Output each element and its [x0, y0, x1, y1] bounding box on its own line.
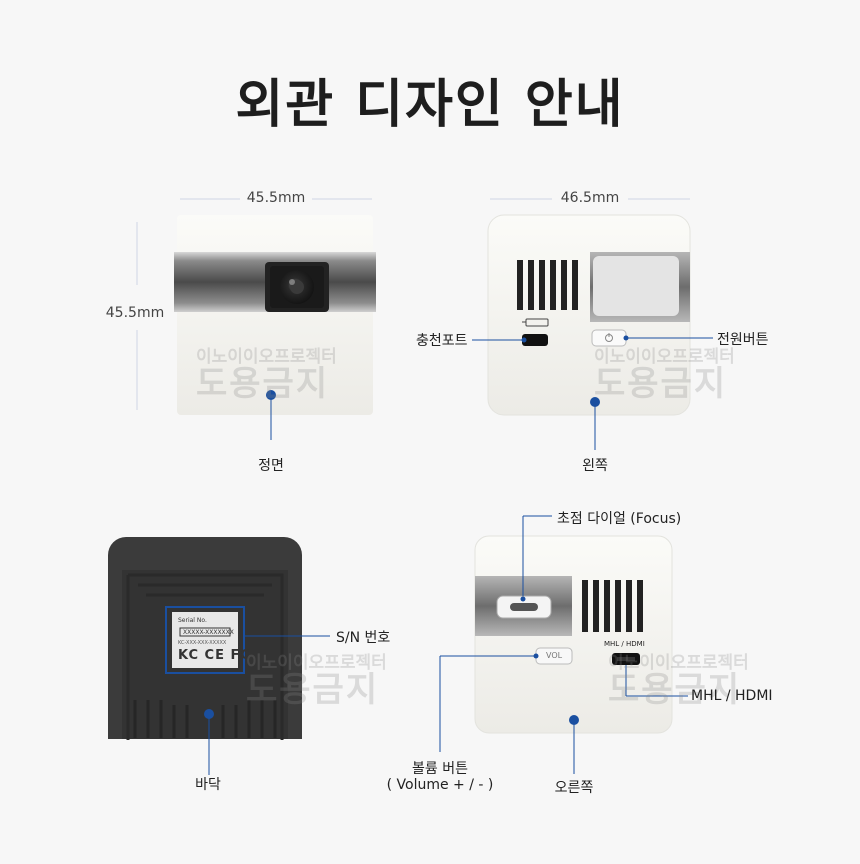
- left-device: [472, 214, 713, 450]
- front-width-dim: 45.5mm: [246, 190, 306, 206]
- cert-marks: KC CE FC: [178, 648, 251, 663]
- left-width-dim: 46.5mm: [560, 190, 620, 206]
- bottom-device: [108, 537, 330, 775]
- right-device: [439, 515, 688, 774]
- serial-value: XXXXX-XXXXXXX: [183, 629, 234, 636]
- volume-sub-label: ( Volume + / - ): [386, 777, 494, 793]
- watermark: 이노이이오프로젝터 도용금지: [608, 653, 749, 710]
- front-device: [174, 215, 376, 440]
- watermark: 이노이이오프로젝터 도용금지: [196, 347, 337, 404]
- volume-label: 볼륨 버튼: [412, 761, 468, 777]
- page-title: 외관 디자인 안내: [235, 75, 625, 135]
- serial-label: Serial No.: [178, 617, 207, 624]
- bottom-label: 바닥: [195, 777, 221, 793]
- focus-dial-label: 초점 다이얼 (Focus): [557, 511, 682, 527]
- front-height-dim: 45.5mm: [105, 305, 165, 321]
- dimension-lines: [136, 198, 690, 410]
- hdmi-port-label: MHL / HDMI: [604, 640, 645, 648]
- serial-number-label: S/N 번호: [336, 630, 391, 646]
- right-label: 오른쪽: [554, 780, 594, 796]
- watermark: 이노이이오프로젝터 도용금지: [246, 653, 387, 710]
- charge-port-label: 충천포트: [416, 333, 468, 349]
- hdmi-label: MHL / HDMI: [691, 688, 773, 704]
- front-label: 정면: [258, 458, 284, 474]
- power-button-label: 전원버튼: [717, 332, 769, 348]
- cert-line: KC-XXX-XXX-XXXXX: [178, 640, 227, 646]
- vol-label: VOL: [546, 651, 563, 660]
- left-label: 왼쪽: [582, 458, 608, 474]
- watermark: 이노이이오프로젝터 도용금지: [594, 347, 735, 404]
